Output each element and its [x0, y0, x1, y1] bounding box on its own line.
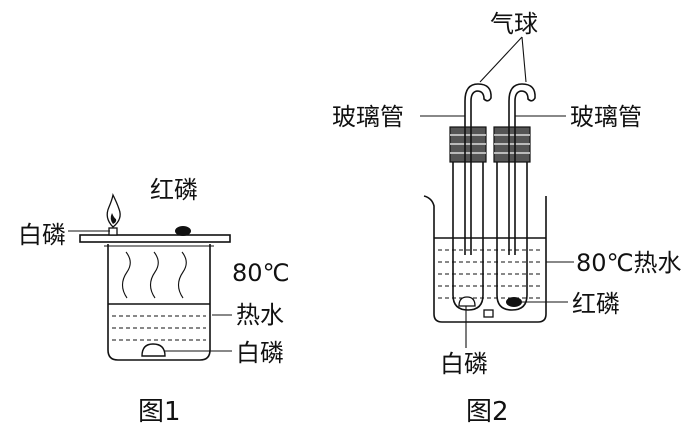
fig1-red-phosphorus	[175, 226, 191, 236]
fig1-vapor	[149, 251, 159, 299]
fig2-red-phosphorus	[506, 297, 522, 307]
fig2-white-phosphorus-outside	[483, 309, 494, 318]
fig2-balloon-left	[464, 83, 492, 102]
fig1-vapor	[177, 251, 187, 299]
fig1-beaker	[107, 244, 211, 361]
fig2-white-phosphorus	[458, 296, 476, 307]
fig2-leader-balloon-right	[521, 36, 527, 83]
fig2-beaker	[423, 195, 547, 323]
fig1-label-temperature: 80℃	[232, 259, 290, 287]
fig2-label-hot-water: 80℃热水	[576, 249, 682, 277]
figure-2: 气球 玻璃管 玻璃管 80℃热水 红磷 白磷 图2	[332, 10, 682, 427]
fig1-vapor	[121, 251, 131, 299]
fig2-test-tube-right	[496, 162, 528, 311]
fig1-caption: 图1	[138, 397, 181, 427]
fig1-white-phosphorus-top	[108, 227, 118, 236]
fig2-label-white-phosphorus: 白磷	[440, 350, 488, 378]
fig1-white-phosphorus-bottom	[141, 343, 166, 357]
fig2-label-balloon: 气球	[490, 10, 538, 38]
fig2-label-red-phosphorus: 红磷	[572, 290, 620, 318]
fig2-leader-balloon-left	[479, 36, 523, 83]
fig1-copper-plate	[79, 234, 231, 243]
fig1-label-red-phosphorus: 红磷	[150, 176, 198, 204]
fig2-caption: 图2	[466, 397, 509, 427]
figure-1: 红磷 白磷 80℃ 热水 白磷 图1	[18, 176, 290, 427]
fig2-stopper-right	[493, 126, 531, 163]
flame-icon	[106, 193, 121, 228]
fig2-test-tube-left	[452, 162, 484, 311]
fig2-balloon-right	[508, 83, 536, 102]
fig1-label-white-phosphorus-top: 白磷	[18, 221, 66, 249]
flame-core-icon	[110, 213, 117, 224]
fig2-water	[438, 249, 543, 299]
fig2-label-glass-tube-right: 玻璃管	[570, 103, 642, 131]
fig2-label-glass-tube-left: 玻璃管	[332, 103, 404, 131]
fig1-label-hot-water: 热水	[236, 301, 284, 329]
fig1-water	[112, 315, 206, 341]
fig2-stopper-left	[449, 126, 487, 163]
fig1-label-white-phosphorus-bottom: 白磷	[236, 339, 284, 367]
